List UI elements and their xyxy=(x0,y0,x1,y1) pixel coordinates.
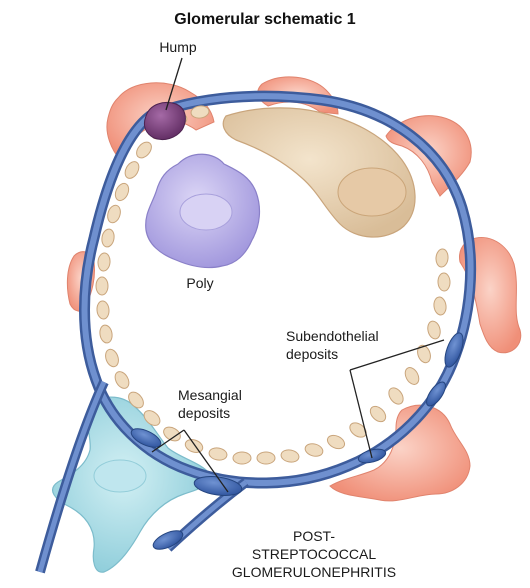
mesangial-label-line1: Mesangial xyxy=(178,387,242,403)
subendothelial-label-line1: Subendothelial xyxy=(286,328,379,344)
caption-line2: STREPTOCOCCAL xyxy=(252,546,376,562)
diagram-title: Glomerular schematic 1 xyxy=(174,11,356,28)
hump-label: Hump xyxy=(159,39,197,55)
endothelial-nucleus xyxy=(338,168,406,216)
subendothelial-label-line2: deposits xyxy=(286,346,338,362)
podocyte-bottom-right xyxy=(330,405,470,501)
mesangial-label-line2: deposits xyxy=(178,405,230,421)
subendothelial-leader-2 xyxy=(350,370,372,458)
hump-deposit xyxy=(144,103,185,140)
caption-line3: GLOMERULONEPHRITIS xyxy=(232,564,396,580)
mesangial-nucleus xyxy=(94,460,146,492)
caption-line1: POST- xyxy=(293,528,335,544)
neutrophil-nucleus xyxy=(180,194,232,230)
poly-label: Poly xyxy=(186,275,213,291)
